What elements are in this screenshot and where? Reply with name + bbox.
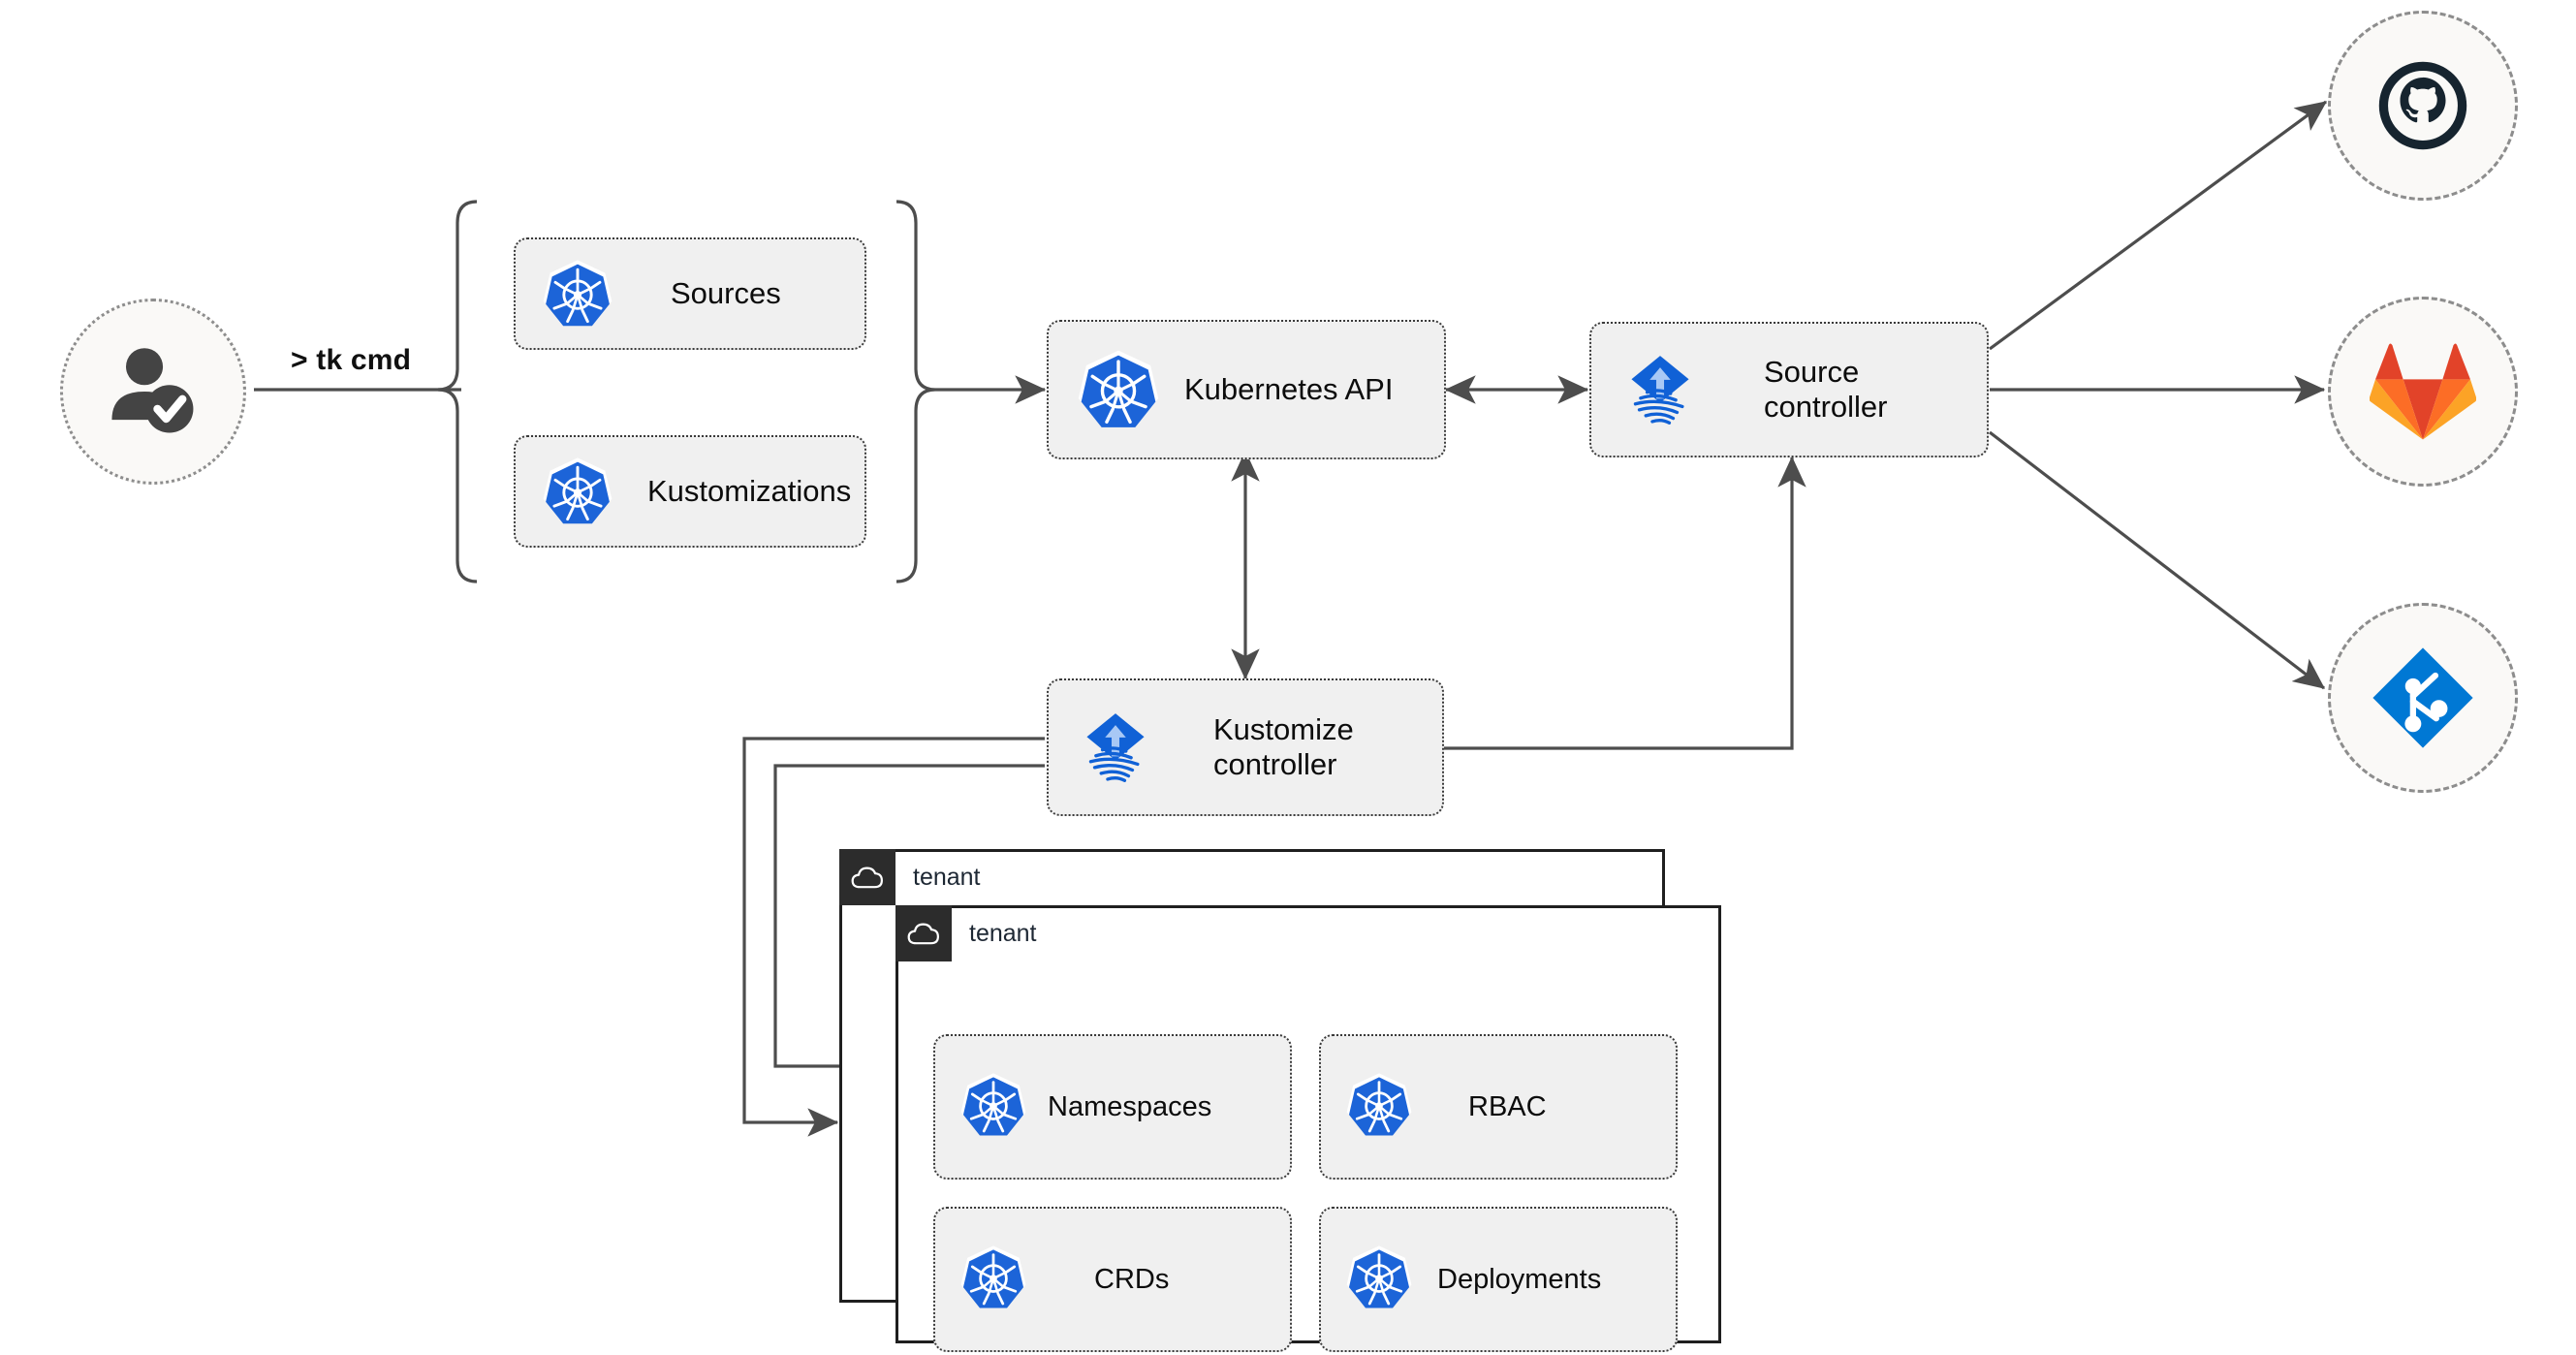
kubernetes-api-box[interactable]: Kubernetes API <box>1047 320 1446 459</box>
kubernetes-icon <box>543 457 613 526</box>
flux-icon <box>1618 348 1702 431</box>
kustomize-controller-box[interactable]: Kustomize controller <box>1047 678 1444 816</box>
kubernetes-icon <box>543 259 613 329</box>
tenant-header: tenant <box>839 849 981 905</box>
actor-circle <box>60 299 246 485</box>
git-provider-gitlab[interactable] <box>2328 297 2518 487</box>
resource-box-namespaces[interactable]: Namespaces <box>933 1034 1292 1180</box>
azure-devops-git-icon <box>2372 647 2473 748</box>
tenant-header: tenant <box>895 905 1037 961</box>
brace-right <box>895 200 936 583</box>
source-controller-label: Source controller <box>1764 355 1888 424</box>
edge-kustomize-to-source-controller <box>1443 456 1806 750</box>
tenant-panel-front[interactable]: tenant <box>895 905 1721 1352</box>
manifest-label: Kustomizations <box>647 474 852 509</box>
kubernetes-icon <box>1346 1072 1412 1143</box>
kubernetes-icon <box>1078 349 1159 430</box>
resource-label: Deployments <box>1437 1263 1602 1295</box>
brace-left <box>437 200 478 583</box>
resource-label: RBAC <box>1468 1090 1547 1122</box>
cloud-icon <box>839 849 895 905</box>
source-controller-box[interactable]: Source controller <box>1589 322 1989 457</box>
kustomize-controller-label: Kustomize controller <box>1213 712 1354 781</box>
flux-icon <box>1074 706 1157 789</box>
gitlab-icon <box>2370 343 2476 440</box>
kubernetes-icon <box>960 1245 1026 1315</box>
resource-box-deployments[interactable]: Deployments <box>1319 1207 1678 1352</box>
kubernetes-icon <box>1346 1245 1412 1315</box>
manifest-box-kustomizations[interactable]: Kustomizations <box>514 435 866 548</box>
git-provider-azure-devops[interactable] <box>2328 603 2518 793</box>
kubernetes-icon <box>960 1072 1026 1143</box>
resource-box-rbac[interactable]: RBAC <box>1319 1034 1678 1180</box>
github-icon <box>2378 61 2467 150</box>
tenant-label: tenant <box>969 919 1037 947</box>
manifest-label: Sources <box>671 276 781 311</box>
kubernetes-api-label: Kubernetes API <box>1184 372 1394 407</box>
manifest-box-sources[interactable]: Sources <box>514 237 866 350</box>
resource-label: CRDs <box>1094 1263 1170 1295</box>
edge-source-to-github <box>1989 100 2328 351</box>
resource-label: Namespaces <box>1048 1090 1212 1122</box>
user-verified-icon <box>111 348 194 433</box>
tenant-resource-grid: Namespaces <box>933 1034 1678 1352</box>
tenant-label: tenant <box>913 863 981 891</box>
resource-box-crds[interactable]: CRDs <box>933 1207 1292 1352</box>
command-label: > tk cmd <box>291 344 412 376</box>
cloud-icon <box>895 905 952 961</box>
edge-source-to-azure <box>1989 430 2326 690</box>
git-provider-github[interactable] <box>2328 11 2518 201</box>
